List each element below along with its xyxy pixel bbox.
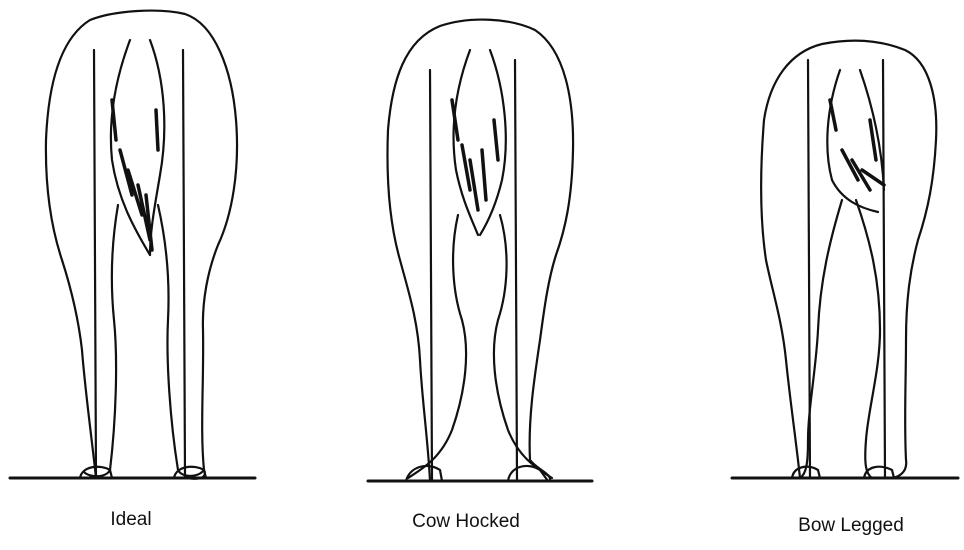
inner-leg-right [856,200,880,478]
tail-hair [452,100,498,210]
inner-leg-left [84,205,118,476]
inner-leg-right [494,215,552,478]
plumb-line-right [883,60,885,478]
caption-cow-hocked: Cow Hocked [412,511,520,533]
horse-hindquarter-outline [46,11,237,479]
caption-ideal: Ideal [110,509,151,531]
tail-hair [830,100,884,190]
plumb-line-left [430,70,432,481]
plumb-line-left [808,60,810,478]
bow-legged-illustration [732,41,958,478]
hoof-right [508,466,548,481]
tail [827,70,884,212]
inner-leg-left [408,215,466,478]
horse-hindquarter-outline [388,20,574,481]
inner-leg-left [800,200,842,478]
plumb-line-right [183,50,185,478]
cow-hocked-illustration [368,20,592,481]
plumb-line-left [94,50,96,478]
inner-leg-right [158,205,204,476]
horse-hindquarter-outline [761,41,936,478]
caption-bow-legged: Bow Legged [798,515,904,537]
plumb-line-right [515,60,517,481]
ideal-illustration [10,11,255,479]
